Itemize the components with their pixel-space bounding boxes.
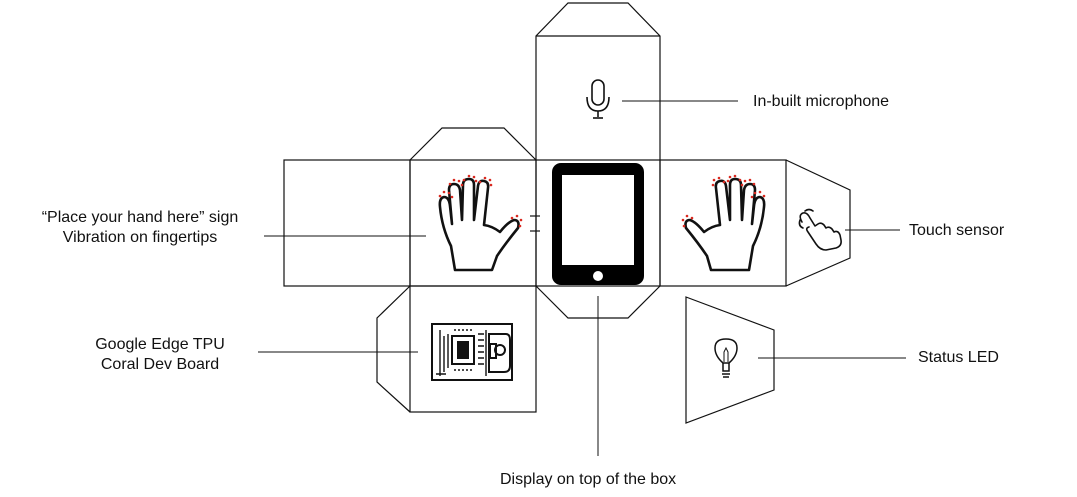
led-face: [685, 296, 775, 424]
board-side-flap: [376, 285, 411, 413]
right-fingertip-dots: [681, 174, 766, 228]
hand-sign-label-line1: “Place your hand here” sign: [41, 209, 239, 226]
right-hand-face: [659, 159, 787, 287]
lightbulb-icon: [714, 338, 738, 378]
left-hand-top-flap: [409, 127, 537, 161]
right-hand-icon: [681, 174, 766, 272]
display-label: Display on top of the box: [500, 471, 677, 488]
status-led-label: Status LED: [918, 349, 999, 366]
microphone-icon: [586, 79, 610, 119]
board-label-line2: Coral Dev Board: [100, 356, 220, 373]
touch-pointer-icon: [798, 208, 842, 251]
microphone-label: In-built microphone: [753, 93, 890, 110]
leader-lines: [258, 100, 906, 456]
left-hand-icon: [438, 174, 523, 272]
circuit-board-icon: [431, 323, 513, 381]
touch-sensor-face: [785, 159, 851, 287]
board-label: Google Edge TPU Coral Dev Board: [70, 335, 250, 375]
left-fingertip-dots: [438, 174, 523, 228]
board-face: [409, 285, 537, 413]
box-net-outline: [283, 2, 851, 424]
hand-sign-label-line2: Vibration on fingertips: [62, 229, 218, 246]
left-outer-face: [283, 159, 411, 287]
touch-sensor-label: Touch sensor: [909, 222, 1005, 239]
top-face: [535, 2, 661, 160]
hand-sign-label: “Place your hand here” sign Vibration on…: [22, 208, 258, 248]
tablet-icon: [552, 163, 644, 285]
board-label-line1: Google Edge TPU: [95, 336, 225, 353]
